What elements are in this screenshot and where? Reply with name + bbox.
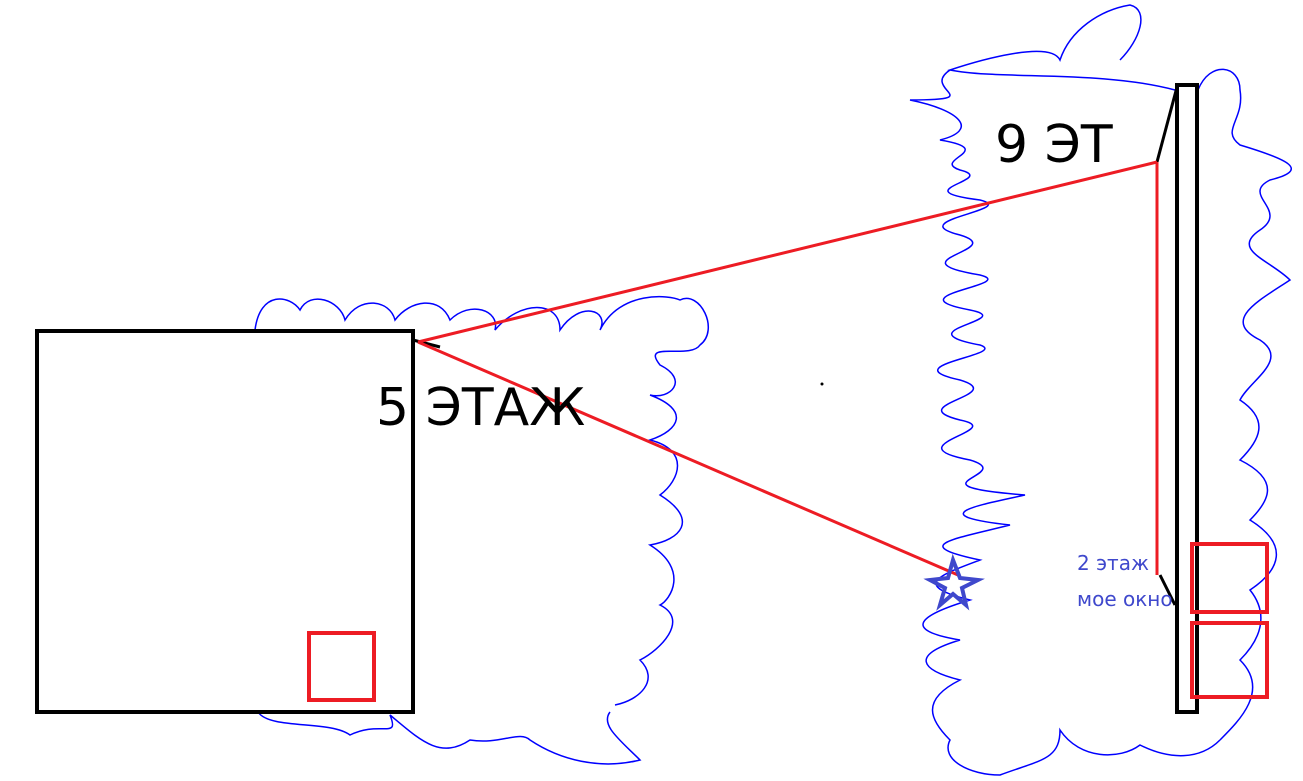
building-9-floor: [1177, 85, 1197, 712]
star-icon: [923, 553, 985, 611]
tree-scribble-left-bottom: [257, 711, 642, 765]
tree-scribble-left-top: [254, 295, 710, 706]
sightline-roof-to-window: [417, 340, 959, 577]
tree-scribble-right-left: [909, 4, 1221, 776]
building-9-floor-outline: [1177, 85, 1197, 712]
building-5-floor-label: 5 ЭТАЖ: [376, 378, 586, 438]
roof-edge-left: [412, 338, 441, 349]
note-line-2: мое окно: [1077, 587, 1173, 611]
tree-scribbles: [254, 4, 1293, 776]
note-line-1: 2 этаж: [1077, 551, 1149, 575]
building-5-floor: [35, 329, 415, 714]
tree-scribble-right-right: [1197, 68, 1293, 741]
dot-mark: [820, 382, 824, 386]
building-9-floor-wall: [1175, 83, 1199, 714]
building-9-floor-label: 9 ЭТ: [995, 115, 1113, 175]
sight-lines: [417, 160, 1159, 577]
window-edge: [1158, 574, 1177, 606]
window-1st-floor: [1190, 621, 1269, 699]
sightline-roof-to-roof: [417, 160, 1158, 344]
window-5-floor: [307, 631, 376, 702]
roof-edge-right: [1155, 86, 1179, 163]
window-my-2nd-floor: [1190, 542, 1269, 614]
